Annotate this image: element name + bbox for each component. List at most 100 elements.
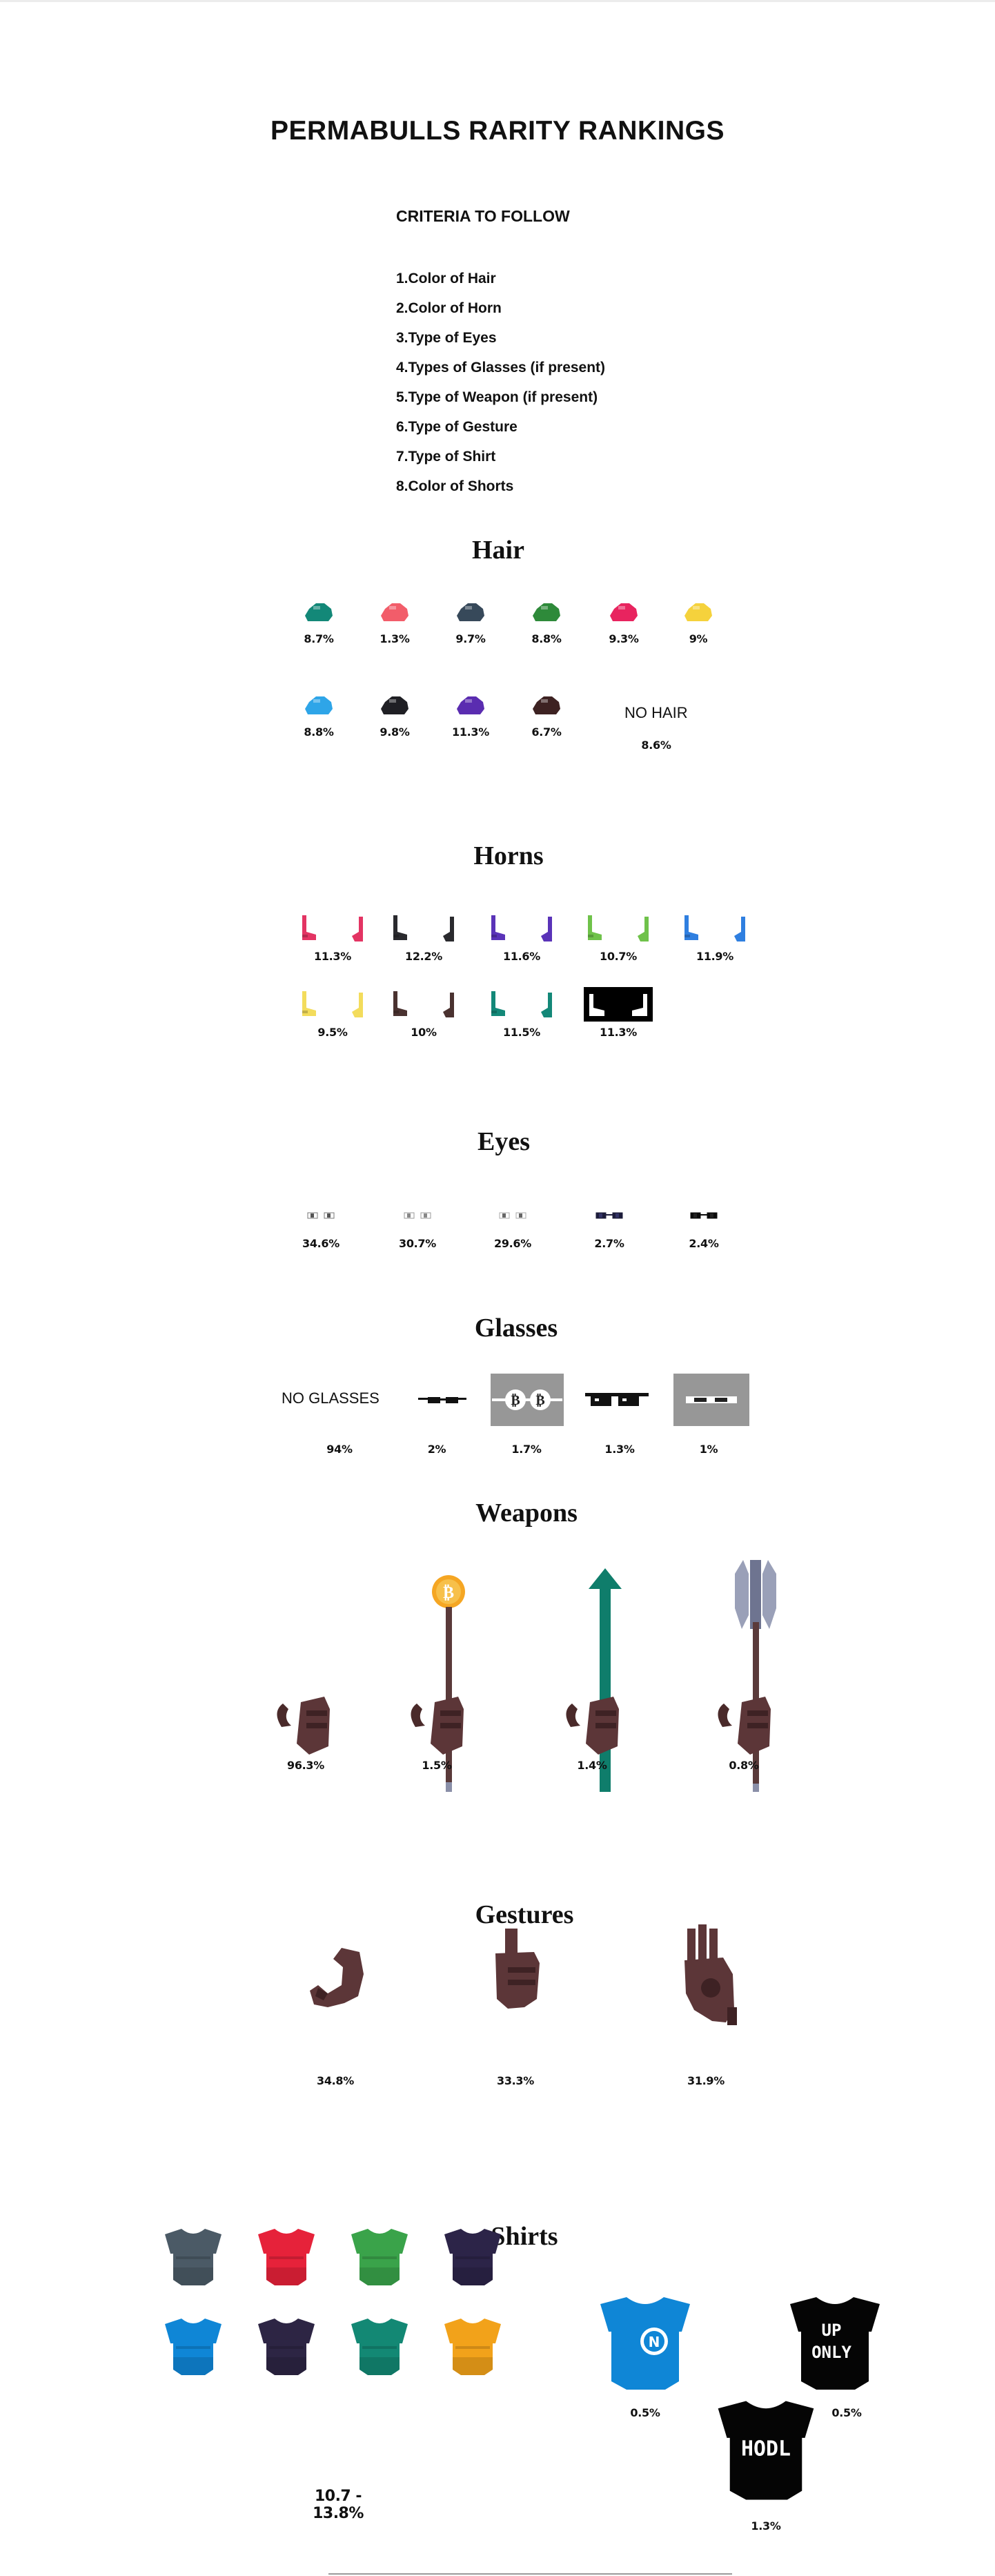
hair-swatch-icon xyxy=(304,601,334,625)
hair-swatch-icon xyxy=(683,601,713,625)
eyes-heading: Eyes xyxy=(477,1127,530,1156)
percentage-label: 1.3% xyxy=(380,632,410,645)
wide-eyes-icon xyxy=(400,1209,435,1222)
criteria-item: 6.Type of Gesture xyxy=(396,419,518,435)
percentage-label: 11.3% xyxy=(451,725,489,739)
horns-icon xyxy=(584,911,653,946)
gestures-heading: Gestures xyxy=(475,1900,574,1929)
hair-swatch-icon xyxy=(380,601,410,625)
percentage-label: 10% xyxy=(411,1026,437,1039)
hair-swatch-icon xyxy=(455,694,486,719)
battle-axe-icon xyxy=(707,1553,790,1802)
percentage-label: 11.6% xyxy=(502,950,540,963)
percentage-label: 94% xyxy=(326,1443,353,1456)
no-hair-pct: 8.6% xyxy=(641,739,671,752)
percentage-label: 0.8% xyxy=(729,1759,759,1772)
percentage-label: 9.7% xyxy=(455,632,486,645)
shirt-color-icon xyxy=(255,2316,317,2378)
hair-swatch-icon xyxy=(531,694,562,719)
hair-swatch-icon xyxy=(531,601,562,625)
bitcoin-staff-icon: ₿ xyxy=(400,1553,483,1802)
criteria-item: 1.Color of Hair xyxy=(396,271,496,286)
percentage-label: 11.3% xyxy=(599,1026,637,1039)
flex-arm-icon xyxy=(300,1919,376,2043)
horns-icon xyxy=(584,987,653,1022)
bare-hand-icon xyxy=(269,1553,352,1802)
percentage-label: 30.7% xyxy=(398,1237,436,1250)
black-eyes-icon xyxy=(687,1209,721,1222)
percentage-label: 9.8% xyxy=(380,725,410,739)
criteria-item: 3.Type of Eyes xyxy=(396,330,497,346)
percentage-label: 11.5% xyxy=(502,1026,540,1039)
percentage-label: 1.3% xyxy=(604,1443,635,1456)
criteria-list: 1.Color of Hair 2.Color of Horn 3.Type o… xyxy=(396,264,605,501)
hair-swatch-icon xyxy=(380,694,410,719)
percentage-label: 8.7% xyxy=(304,632,334,645)
no-glasses-label: NO GLASSES xyxy=(282,1389,380,1407)
horns-icon xyxy=(389,987,458,1022)
pixel-sunglasses-icon xyxy=(585,1393,649,1409)
green-arrow-staff-icon xyxy=(555,1553,638,1802)
shirt-special-pct: 1.3% xyxy=(751,2519,781,2533)
percentage-label: 31.9% xyxy=(687,2074,725,2087)
svg-text:₿: ₿ xyxy=(443,1583,454,1602)
hodl-shirt-icon: HODL xyxy=(711,2395,821,2506)
visor-glasses-icon xyxy=(673,1374,749,1426)
criteria-heading: CRITERIA TO FOLLOW xyxy=(396,207,570,225)
percentage-label: 9.3% xyxy=(609,632,639,645)
shirt-color-icon xyxy=(162,2316,224,2378)
percentage-label: 34.6% xyxy=(302,1237,339,1250)
weapons-heading: Weapons xyxy=(475,1499,578,1528)
percentage-label: 1.5% xyxy=(422,1759,452,1772)
shirt-color-icon xyxy=(442,2226,504,2288)
blue-n-logo-shirt-icon: N xyxy=(593,2292,697,2395)
percentage-label: 11.9% xyxy=(696,950,733,963)
dark-eyes-icon xyxy=(592,1209,627,1222)
shirt-color-icon xyxy=(442,2316,504,2378)
top-divider xyxy=(0,0,995,2)
percentage-label: 2% xyxy=(427,1443,446,1456)
bitcoin-glasses-icon: ₿ ₿ xyxy=(491,1374,564,1426)
percentage-label: 9% xyxy=(689,632,708,645)
horns-icon xyxy=(680,911,749,946)
criteria-item: 8.Color of Shorts xyxy=(396,478,514,494)
criteria-item: 5.Type of Weapon (if present) xyxy=(396,389,598,405)
percentage-label: 33.3% xyxy=(496,2074,534,2087)
hair-swatch-icon xyxy=(304,694,334,719)
squint-eyes-icon xyxy=(495,1209,530,1222)
ok-hand-icon xyxy=(671,1919,747,2043)
percentage-label: 8.8% xyxy=(304,725,334,739)
shirt-color-icon xyxy=(348,2316,411,2378)
common-shirts-pct: 10.7 - 13.8% xyxy=(313,2488,364,2522)
slim-glasses-icon xyxy=(418,1396,466,1405)
percentage-label: 1.7% xyxy=(511,1443,542,1456)
horns-icon xyxy=(298,911,367,946)
percentage-label: 2.7% xyxy=(594,1237,624,1250)
hodl-text: HODL xyxy=(741,2437,791,2461)
percentage-label: 34.8% xyxy=(316,2074,354,2087)
horns-icon xyxy=(487,987,556,1022)
shirt-color-icon xyxy=(162,2226,224,2288)
criteria-item: 4.Types of Glasses (if present) xyxy=(396,360,606,375)
up-only-shirt-icon: UP ONLY xyxy=(783,2292,887,2395)
svg-text:N: N xyxy=(649,2334,660,2350)
horns-icon xyxy=(487,911,556,946)
shirt-special-pct: 0.5% xyxy=(630,2406,660,2419)
percentage-label: 6.7% xyxy=(531,725,562,739)
percentage-label: 11.3% xyxy=(313,950,351,963)
horns-icon xyxy=(298,987,367,1022)
bottom-divider xyxy=(328,2573,732,2575)
percentage-label: 1% xyxy=(699,1443,718,1456)
up-only-text-bottom: ONLY xyxy=(811,2343,851,2362)
shirt-color-icon xyxy=(348,2226,411,2288)
plain-eyes-icon xyxy=(304,1209,338,1222)
shirt-special-pct: 0.5% xyxy=(831,2406,862,2419)
percentage-label: 1.4% xyxy=(577,1759,607,1772)
percentage-label: 2.4% xyxy=(689,1237,719,1250)
horns-icon xyxy=(389,911,458,946)
criteria-item: 2.Color of Horn xyxy=(396,300,502,316)
percentage-label: 10.7% xyxy=(599,950,637,963)
hair-swatch-icon xyxy=(609,601,639,625)
criteria-item: 7.Type of Shirt xyxy=(396,449,496,465)
percentage-label: 12.2% xyxy=(404,950,442,963)
